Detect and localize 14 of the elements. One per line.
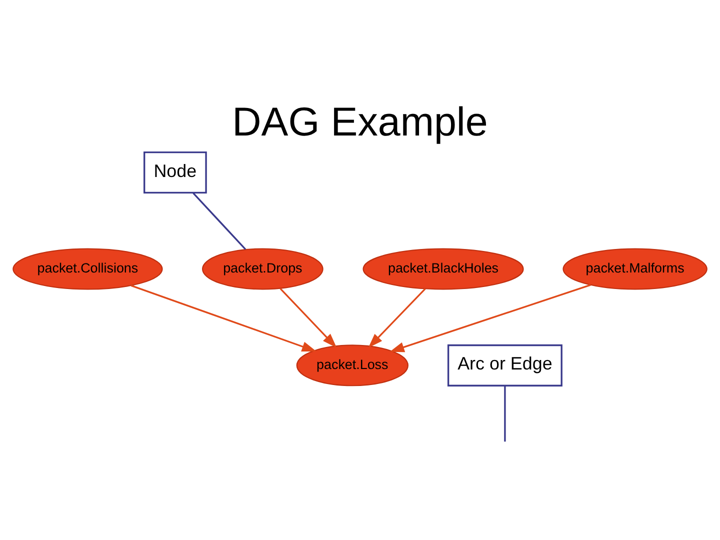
node-ellipse: packet.BlackHoles bbox=[362, 248, 524, 290]
arrow bbox=[280, 288, 337, 348]
connector bbox=[192, 192, 246, 250]
connector bbox=[504, 385, 506, 442]
arrow bbox=[390, 284, 591, 352]
node-ellipse: packet.Malforms bbox=[562, 248, 708, 290]
arrow bbox=[368, 288, 426, 348]
node-ellipse: packet.Collisions bbox=[12, 248, 163, 290]
node-box: Arc or Edge bbox=[447, 344, 562, 386]
node-box: Node bbox=[144, 150, 207, 194]
node-ellipse: packet.Loss bbox=[296, 344, 408, 386]
node-ellipse: packet.Drops bbox=[202, 248, 324, 290]
diagram-title: DAG Example bbox=[232, 98, 488, 144]
arrow bbox=[130, 284, 317, 352]
